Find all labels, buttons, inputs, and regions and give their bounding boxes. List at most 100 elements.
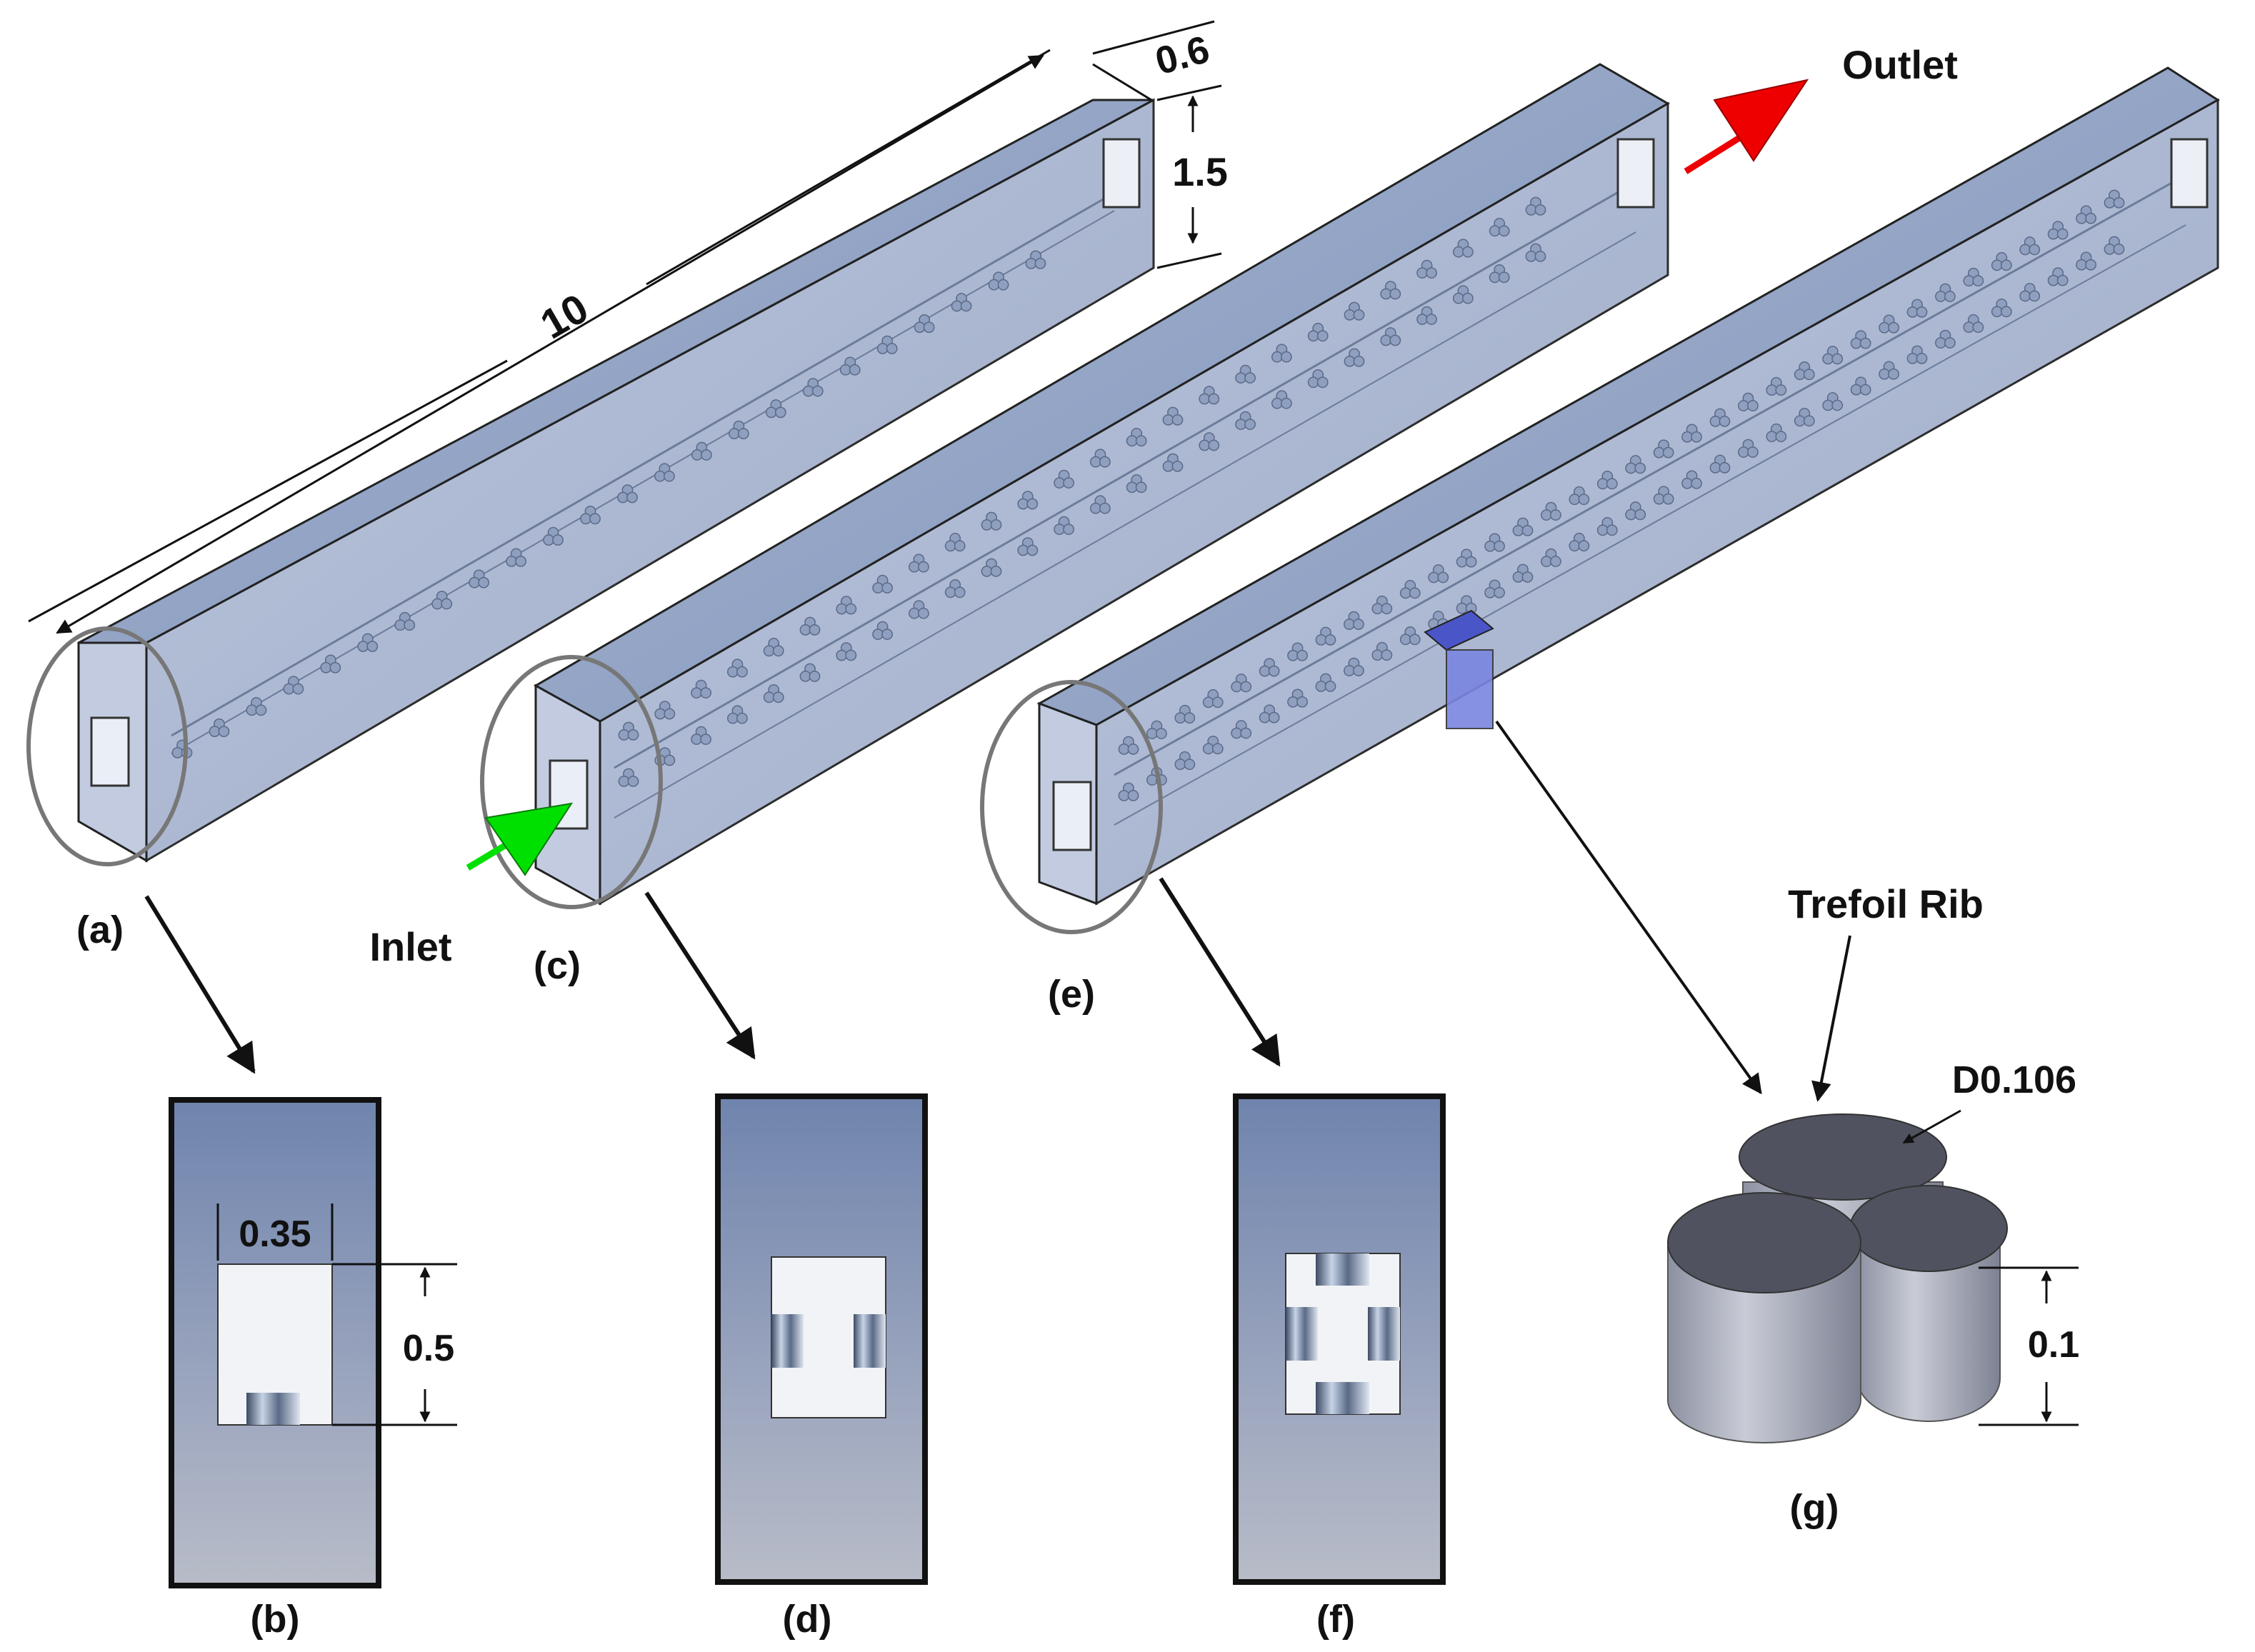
rib-mark <box>283 676 304 695</box>
outlet-arrow: Outlet <box>1684 42 1958 174</box>
rib-mark <box>2047 267 2069 286</box>
rib-mark <box>1766 423 1787 443</box>
rib-mark <box>1199 386 1220 405</box>
rib-mark <box>357 633 379 652</box>
rib-mark <box>1416 306 1437 326</box>
rib-mark <box>1271 390 1292 409</box>
panel-label-b: (b) <box>251 1598 300 1641</box>
trefoil-height-value: 0.1 <box>2028 1324 2079 1366</box>
rib-mark <box>1596 517 1618 536</box>
rib-mark <box>1653 439 1674 459</box>
rib-mark <box>1146 720 1167 739</box>
panel-label-g: (g) <box>1790 1487 1839 1530</box>
rib-mark <box>1453 285 1474 304</box>
rib-mark <box>1453 239 1474 258</box>
diameter-value: D0.106 <box>1952 1058 2076 1101</box>
rib-mark <box>1766 376 1787 396</box>
rib-mark <box>1596 471 1618 490</box>
rib-mark <box>1541 501 1561 521</box>
rib-mark <box>2104 236 2125 255</box>
panel-label-f: (f) <box>1316 1598 1355 1641</box>
rib-mark <box>618 721 639 741</box>
height-value: 1.5 <box>1172 149 1228 194</box>
rib-mark <box>1541 548 1561 567</box>
rib-mark <box>1344 348 1365 367</box>
rib-mark <box>1935 329 1956 349</box>
rib-mark <box>2019 283 2041 302</box>
highlight-ellipse-e <box>980 680 1163 934</box>
rib-mark <box>1344 657 1364 676</box>
rib-mark <box>1512 517 1534 536</box>
rib-mark <box>2076 251 2096 271</box>
rib-mark <box>246 697 267 716</box>
rib-mark <box>1794 408 1815 427</box>
cross-section-b: 0.35 0.5 (b) <box>169 1097 457 1641</box>
rib-mark <box>1174 751 1196 771</box>
rib-mark <box>1569 532 1590 552</box>
rib-mark <box>1202 689 1224 709</box>
rib-mark <box>727 705 748 724</box>
rib-mark <box>1681 470 1702 489</box>
rib-mark <box>1344 611 1364 630</box>
rib-mark <box>1235 411 1256 430</box>
rib-mark <box>1681 424 1702 443</box>
rib-mark <box>1371 641 1393 661</box>
rib-mark <box>1991 252 2012 271</box>
panel-label-d: (d) <box>783 1598 832 1641</box>
rib-mark <box>1991 299 2012 318</box>
rib-mark <box>763 684 784 704</box>
rib-mark <box>1307 369 1329 389</box>
rib-mark <box>1525 196 1546 216</box>
rib-mark <box>1054 469 1074 489</box>
rib-mark <box>1380 281 1401 300</box>
rib-mark <box>763 638 784 657</box>
rib-mark <box>1489 218 1510 237</box>
rib-mark <box>1569 486 1590 506</box>
rib-mark <box>1709 408 1731 427</box>
rib-mark <box>1738 392 1759 411</box>
outlet-label: Outlet <box>1842 42 1958 87</box>
trefoil-rib-g: Trefoil Rib D0.106 0.1 (g) <box>1667 881 2079 1530</box>
rib-mark <box>1906 299 1928 318</box>
rib-mark <box>1271 344 1292 363</box>
rib-mark <box>1162 406 1184 426</box>
cross-section-d: (d) <box>715 1093 928 1641</box>
rib-mark <box>1822 346 1844 365</box>
pointer-arrows <box>144 720 1762 1095</box>
rib-mark <box>1371 595 1393 615</box>
rib-mark <box>1489 264 1510 284</box>
rib-mark <box>1259 704 1280 724</box>
rib-mark <box>1653 486 1674 505</box>
rib-mark <box>1162 453 1184 472</box>
rib-mark <box>1879 314 1899 334</box>
rib-mark <box>1484 579 1505 599</box>
rib-mark <box>1738 439 1759 458</box>
rib-mark <box>1963 314 1984 334</box>
rib-mark <box>1307 323 1329 342</box>
rib-mark <box>1315 673 1336 692</box>
rib-mark <box>320 654 341 674</box>
cross-section-f: (f) <box>1233 1093 1446 1641</box>
dimension-width: 0.6 <box>1092 20 1215 101</box>
rib-mark <box>727 659 748 678</box>
rib-mark <box>2104 189 2125 209</box>
rib-mark <box>1428 564 1449 584</box>
length-value: 10 <box>533 285 596 349</box>
rib-mark <box>1315 626 1336 646</box>
inlet-label: Inlet <box>369 924 451 969</box>
inlet-arrow: Inlet <box>369 802 574 969</box>
rib-mark <box>1380 327 1401 346</box>
rib-mark <box>1416 259 1437 279</box>
rib-mark <box>1199 432 1220 451</box>
rib-mark <box>1259 658 1280 677</box>
rib-mark <box>1287 642 1308 661</box>
rib-mark <box>799 663 821 682</box>
rib-mark <box>1525 243 1546 262</box>
rib-mark <box>1287 689 1308 708</box>
rib-mark <box>691 726 711 745</box>
rib-mark <box>1879 361 1899 380</box>
rib-mark <box>1090 449 1111 468</box>
rib-mark <box>1456 595 1477 614</box>
rib-mark <box>1625 455 1646 474</box>
